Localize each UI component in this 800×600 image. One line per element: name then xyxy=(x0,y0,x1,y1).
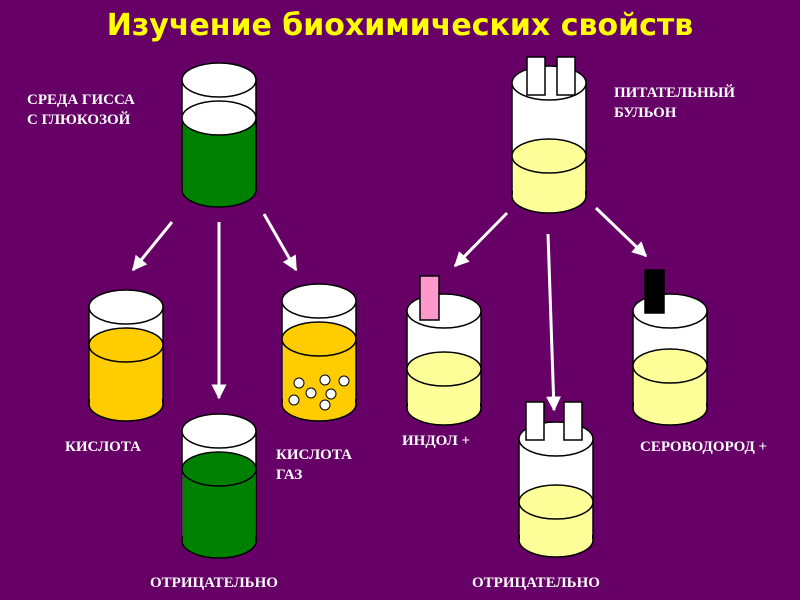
arrows xyxy=(131,206,648,412)
page-title: Изучение биохимических свойств xyxy=(106,8,694,43)
tube-negative-green xyxy=(181,413,257,559)
test-strip xyxy=(556,56,576,96)
pink-indicator-strip xyxy=(419,275,440,321)
arrow-broth-to-h2s xyxy=(594,206,648,258)
tube-negative-broth xyxy=(518,401,594,558)
test-strip xyxy=(525,401,545,441)
label-acid: КИСЛОТА xyxy=(65,439,141,455)
tube-indole xyxy=(406,275,482,426)
tube-h2s xyxy=(632,269,708,426)
label-acid-gas: КИСЛОТА ГАЗ xyxy=(276,447,352,483)
arrow-broth-to-indole xyxy=(453,211,509,268)
arrow-broth-to-negative xyxy=(546,233,562,412)
tube-nutrient-broth xyxy=(511,56,587,214)
label-giss-medium: СРЕДА ГИССА С ГЛЮКОЗОЙ xyxy=(27,92,135,128)
test-strip xyxy=(526,56,546,96)
black-indicator-strip xyxy=(644,269,665,314)
test-strip xyxy=(563,401,583,441)
arrow-giss-to-acid xyxy=(131,221,174,272)
label-negative-left: ОТРИЦАТЕЛЬНО xyxy=(150,575,278,591)
arrow-giss-to-acid-gas xyxy=(262,213,298,272)
label-nutrient-broth: ПИТАТЕЛЬНЫЙ БУЛЬОН xyxy=(614,85,736,121)
tube-acid xyxy=(88,289,164,422)
label-h2s-positive: СЕРОВОДОРОД + xyxy=(640,439,768,455)
gas-bubbles xyxy=(288,374,350,411)
tube-giss-glucose xyxy=(181,62,257,208)
label-negative-right: ОТРИЦАТЕЛЬНО xyxy=(472,575,600,591)
label-indole-positive: ИНДОЛ + xyxy=(402,433,471,449)
tube-acid-gas xyxy=(281,283,357,422)
